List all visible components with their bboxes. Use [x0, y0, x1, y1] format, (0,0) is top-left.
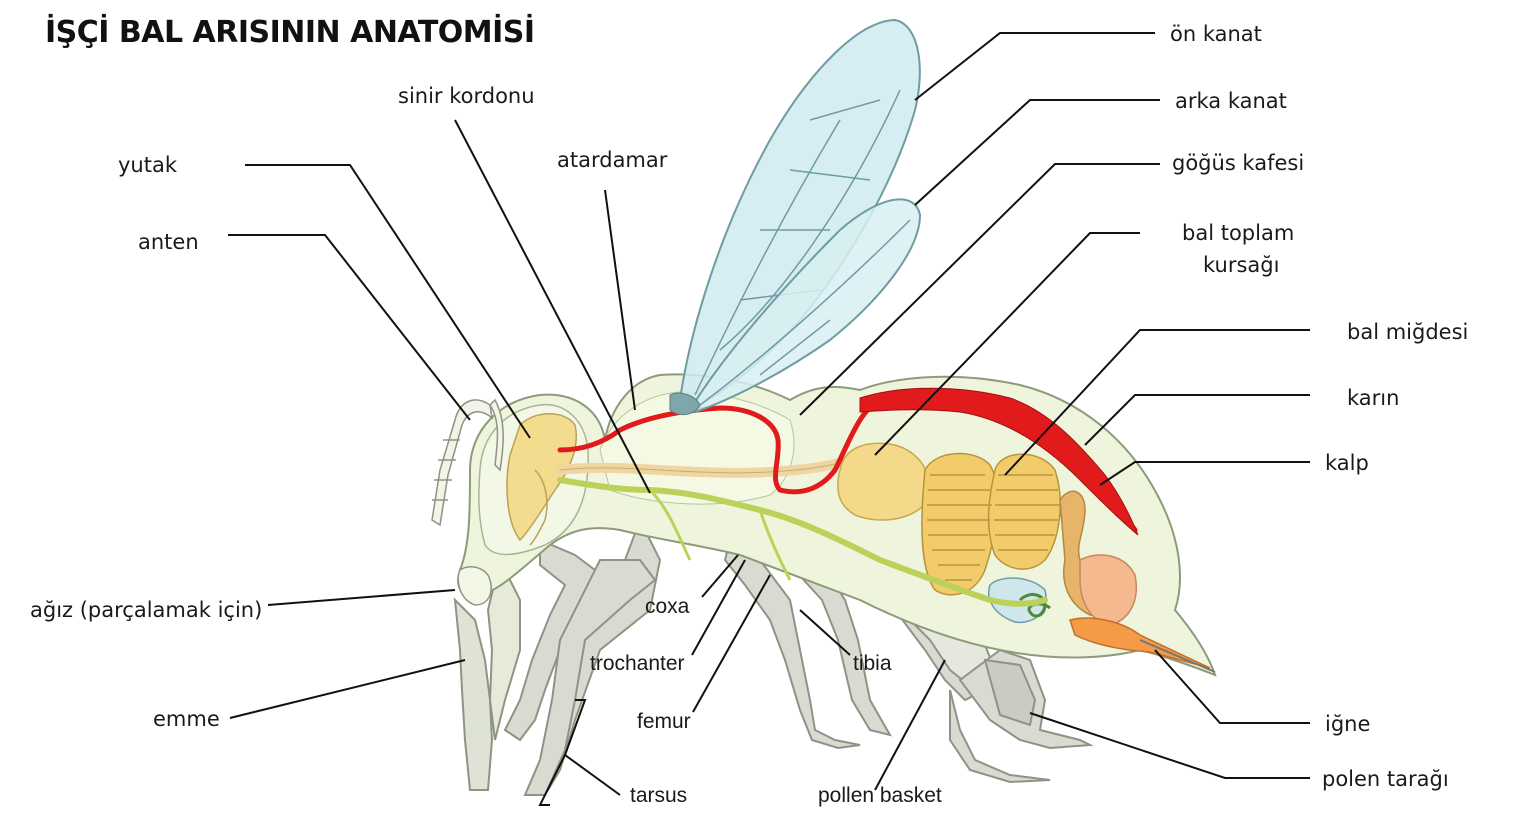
diagram-title: İŞÇİ BAL ARISININ ANATOMİSİ	[45, 14, 535, 50]
hindwing	[688, 198, 922, 414]
label-coxa: coxa	[645, 595, 690, 618]
label-atardamar: atardamar	[557, 148, 668, 172]
wings	[669, 18, 922, 416]
label-agiz: ağız (parçalamak için)	[30, 598, 262, 622]
label-on-kanat: ön kanat	[1170, 22, 1262, 46]
bee-illustration	[431, 18, 1217, 796]
leader-lines	[228, 32, 1310, 806]
label-bal-migdesi: bal miğdesi	[1347, 320, 1468, 344]
nerve-cord	[557, 477, 1048, 607]
label-bal-toplam-2: kursağı	[1203, 253, 1279, 277]
midgut	[921, 452, 1061, 596]
leg-front	[503, 538, 657, 796]
label-tarsus: tarsus	[630, 784, 687, 807]
label-anten: anten	[138, 230, 199, 254]
proboscis	[453, 557, 521, 791]
label-emme: emme	[153, 707, 220, 731]
label-kalp: kalp	[1325, 451, 1369, 475]
label-sinir-kordonu: sinir kordonu	[398, 84, 535, 108]
label-polen-taragi: polen tarağı	[1322, 767, 1449, 791]
label-pollen-basket: pollen basket	[818, 784, 942, 807]
label-bal-toplam-1: bal toplam	[1182, 221, 1294, 245]
label-tibia: tibia	[853, 652, 892, 675]
pharynx	[506, 413, 577, 542]
label-yutak: yutak	[118, 153, 178, 177]
heart	[859, 387, 1139, 536]
label-trochanter: trochanter	[590, 652, 685, 675]
label-igne: iğne	[1325, 712, 1370, 736]
label-karin: karın	[1347, 386, 1399, 410]
label-arka-kanat: arka kanat	[1175, 89, 1287, 113]
antenna	[431, 398, 504, 527]
label-femur: femur	[637, 710, 691, 733]
label-gogus-kafesi: göğüs kafesi	[1172, 151, 1304, 175]
labels: ön kanat arka kanat göğüs kafesi bal top…	[30, 22, 1468, 807]
